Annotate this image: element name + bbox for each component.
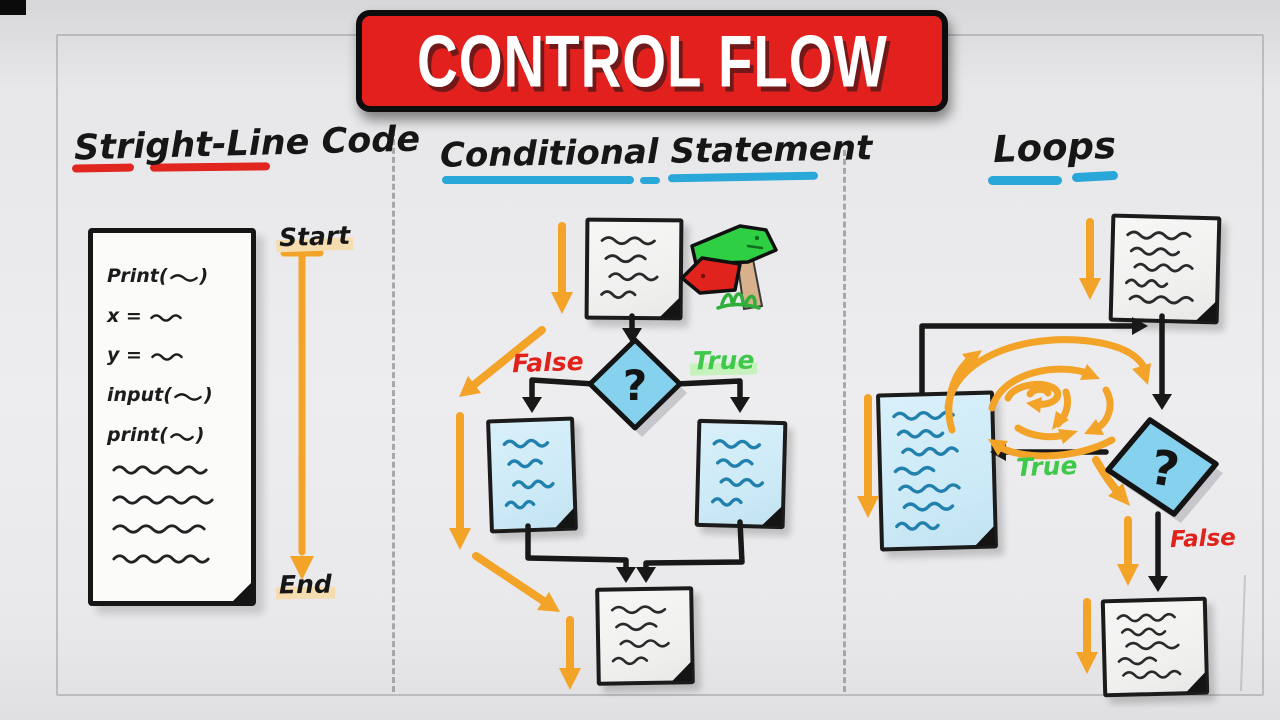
folded-corner-icon	[974, 525, 995, 547]
squiggle-line	[504, 500, 536, 510]
end-label: End	[275, 569, 336, 600]
true-branch-doc	[694, 418, 788, 530]
squiggle-line	[600, 236, 656, 246]
folded-corner-icon	[659, 297, 680, 318]
false-label: False	[511, 346, 584, 379]
false-branch-doc	[486, 416, 578, 534]
squiggle-line	[1122, 669, 1182, 680]
code-line: x =	[107, 305, 239, 327]
squiggle-line	[610, 605, 667, 614]
code-text: )	[203, 384, 213, 407]
blue-underline	[988, 176, 1062, 185]
squiggle-line	[1129, 246, 1181, 257]
folded-corner-icon	[671, 661, 692, 682]
squiggle-line	[1133, 262, 1194, 273]
squiggle-line	[892, 409, 955, 421]
squiggle-line	[604, 254, 647, 264]
video-corner-artifact	[0, 0, 26, 15]
code-line: input()	[107, 384, 239, 406]
code-line: y =	[107, 344, 239, 366]
true-label: True	[689, 345, 758, 376]
squiggle-line	[1117, 656, 1158, 665]
squiggle-line	[1128, 294, 1194, 305]
squiggle-line	[112, 465, 208, 475]
squiggle-line	[600, 290, 637, 300]
squiggle-line	[112, 554, 210, 564]
code-text: input(	[107, 384, 172, 407]
squiggle-line	[502, 438, 550, 449]
code-line: print()	[107, 424, 239, 446]
heading-conditional: Conditional Statement	[439, 128, 873, 176]
squiggle-line	[896, 428, 945, 439]
squiggle-line	[1125, 278, 1169, 289]
section-divider	[392, 130, 395, 692]
squiggle-line	[719, 477, 765, 488]
code-line: Print()	[107, 265, 239, 287]
folded-corner-icon	[554, 507, 575, 529]
squiggle-line	[1126, 230, 1192, 241]
loop-input-doc	[1108, 213, 1222, 325]
squiggle-line	[1116, 612, 1176, 623]
code-paper: Print() x = y = input() print()	[88, 228, 256, 606]
code-text: Print(	[107, 264, 168, 287]
squiggle-line	[712, 438, 762, 449]
blue-underline	[640, 177, 660, 184]
squiggle-line	[710, 496, 743, 507]
title-banner: CONTROL FLOW	[356, 10, 948, 112]
loop-exit-doc	[1100, 596, 1210, 698]
squiggle-line	[1120, 627, 1167, 637]
loop-false-label: False	[1169, 524, 1237, 554]
page-title: CONTROL FLOW	[416, 20, 888, 102]
code-text: y =	[107, 344, 149, 367]
squiggle-line	[615, 622, 658, 631]
squiggle-line	[619, 639, 670, 648]
squiggle-line	[611, 656, 649, 666]
heading-loops: Loops	[992, 123, 1117, 172]
section-divider	[843, 150, 846, 692]
squiggle-line	[608, 272, 659, 282]
squiggle-line	[895, 520, 940, 531]
code-text: print(	[107, 423, 168, 446]
folded-corner-icon	[1195, 300, 1217, 322]
code-text: )	[199, 264, 209, 287]
conditional-input-doc	[584, 217, 684, 321]
start-label: Start	[275, 220, 354, 253]
squiggle-line	[1125, 641, 1180, 651]
squiggle-line	[902, 502, 955, 512]
merge-doc	[595, 586, 695, 686]
squiggle-line	[507, 458, 543, 469]
code-text: )	[195, 423, 205, 446]
loop-body-doc	[875, 390, 999, 552]
code-text: x =	[107, 304, 149, 327]
folded-corner-icon	[1185, 671, 1207, 693]
squiggle-line	[901, 446, 959, 457]
folded-corner-icon	[761, 505, 783, 527]
squiggle-line	[112, 524, 206, 534]
blue-underline	[442, 176, 634, 184]
squiggle-line	[112, 494, 214, 505]
squiggle-line	[715, 458, 754, 468]
squiggle-line	[898, 483, 961, 494]
folded-corner-icon	[232, 582, 252, 602]
loop-true-label: True	[1015, 450, 1078, 483]
squiggle-line	[893, 465, 936, 476]
squiggle-line	[512, 479, 555, 490]
